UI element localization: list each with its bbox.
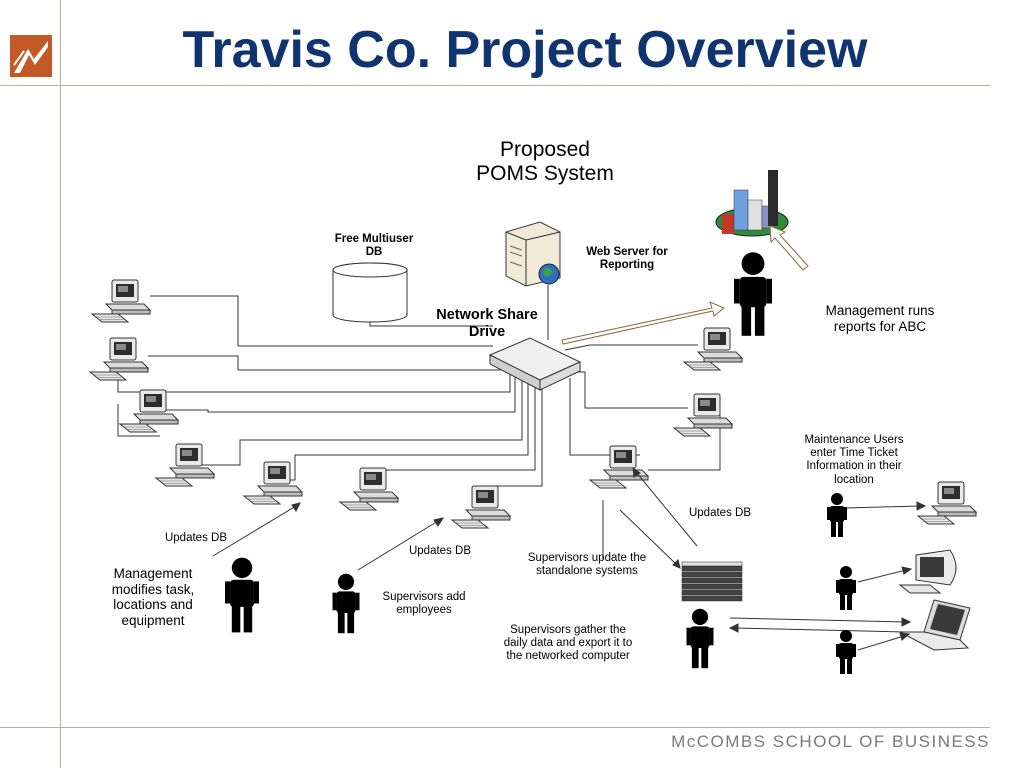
web-server-label: Web Server for Reporting bbox=[566, 246, 688, 272]
mgmt-modifies-line-1: Management bbox=[113, 566, 193, 581]
footer-school-name: McCOMBS SCHOOL OF BUSINESS bbox=[671, 732, 990, 752]
sup-add-label: Supervisors add employees bbox=[364, 591, 484, 617]
heading-line-1: Proposed bbox=[500, 138, 590, 161]
maintenance-label: Maintenance Users enter Time Ticket Info… bbox=[780, 434, 928, 487]
web-server-line-1: Web Server for bbox=[586, 246, 668, 258]
share-drive-label: Network Share Drive bbox=[414, 307, 560, 340]
db-label: Free Multiuser DB bbox=[310, 233, 438, 259]
sup-update-line-1: Supervisors update the bbox=[527, 552, 647, 564]
mgmt-reports-line-2: reports for ABC bbox=[833, 318, 927, 334]
footer-rule bbox=[0, 727, 990, 728]
crt-monitor-icon bbox=[898, 549, 957, 594]
mgmt-reports-label: Management runs reports for ABC bbox=[802, 303, 958, 334]
hollow-arrows bbox=[561, 225, 809, 345]
sup-gather-line-2: daily data and export it to bbox=[503, 637, 633, 650]
sup-update-label: Supervisors update the standalone system… bbox=[504, 552, 670, 578]
diagram-heading: Proposed POMS System bbox=[440, 138, 650, 186]
mgmt-modifies-line-3: locations and bbox=[113, 597, 193, 613]
mgmt-modifies-line-4: equipment bbox=[121, 612, 185, 628]
standalone-server-stack-icon bbox=[681, 561, 743, 602]
mgmt-modifies-label: Management modifies task, locations and … bbox=[94, 566, 212, 628]
share-line-2: Drive bbox=[468, 323, 506, 340]
mgmt-reports-line-1: Management runs bbox=[825, 303, 935, 318]
heading-line-2: POMS System bbox=[476, 162, 614, 186]
sup-gather-label: Supervisors gather the daily data and ex… bbox=[484, 624, 652, 664]
web-server-icon bbox=[505, 221, 561, 287]
maint-line-4: location bbox=[834, 473, 874, 486]
updates-db-mid-label: Updates DB bbox=[408, 545, 471, 557]
database-icon bbox=[332, 262, 408, 323]
sup-gather-line-1: Supervisors gather the bbox=[510, 624, 626, 636]
reports-chart-icon bbox=[715, 170, 789, 237]
db-label-line-2: DB bbox=[365, 246, 383, 259]
maint-line-1: Maintenance Users bbox=[804, 434, 904, 446]
sup-add-line-2: employees bbox=[396, 604, 452, 617]
network-share-icon bbox=[488, 337, 582, 391]
footer-text: McCOMBS SCHOOL OF BUSINESS bbox=[671, 732, 990, 751]
share-line-1: Network Share bbox=[436, 307, 538, 323]
thin-arrows bbox=[212, 466, 927, 651]
vertical-rule bbox=[60, 0, 61, 768]
web-server-line-2: Reporting bbox=[599, 259, 655, 272]
school-logo-icon bbox=[10, 35, 52, 77]
updates-db-right-label: Updates DB bbox=[688, 507, 751, 519]
header-rule bbox=[0, 85, 990, 86]
sup-update-line-2: standalone systems bbox=[536, 565, 638, 578]
mgmt-modifies-line-2: modifies task, bbox=[111, 581, 195, 597]
maint-line-2: enter Time Ticket bbox=[810, 447, 898, 460]
page-title: Travis Co. Project Overview bbox=[182, 21, 868, 79]
laptop-icon bbox=[899, 599, 971, 651]
updates-db-left-label: Updates DB bbox=[164, 532, 227, 544]
sup-add-line-1: Supervisors add bbox=[382, 591, 466, 603]
db-label-line-1: Free Multiuser bbox=[334, 233, 414, 245]
sup-gather-line-3: the networked computer bbox=[506, 650, 630, 663]
maint-line-3: Information in their bbox=[806, 460, 902, 473]
